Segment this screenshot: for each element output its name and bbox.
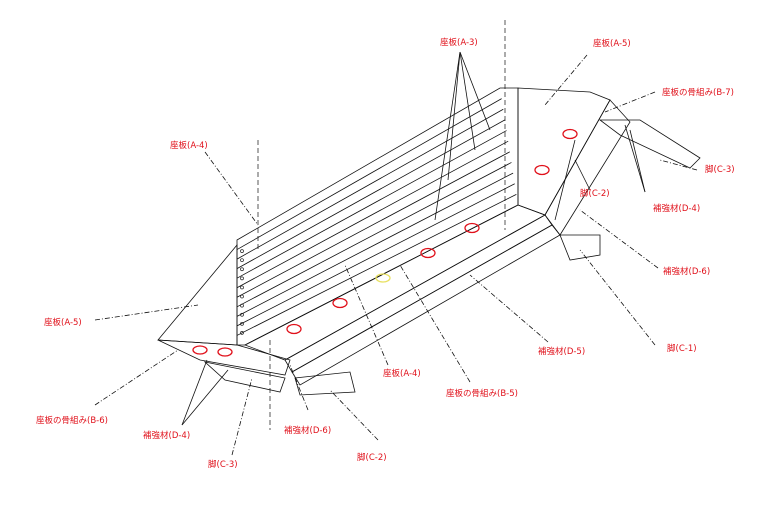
screw-dot: [240, 267, 244, 272]
label-c3-left: 脚(C-3): [208, 459, 238, 470]
label-a3: 座板(A-3): [440, 37, 478, 48]
label-a5-right: 座板(A-5): [593, 38, 631, 49]
leader-lines: [94, 51, 698, 456]
back-panel: [236, 87, 519, 346]
label-c2-left: 脚(C-2): [357, 452, 387, 463]
label-a4-center: 座板(A-4): [383, 368, 421, 379]
slat-line: [236, 130, 507, 279]
label-d4-right: 補強材(D-4): [653, 203, 700, 214]
screw-dot: [240, 321, 244, 326]
part-labels: 座板(A-3) 座板(A-5) 座板の骨組み(B-7) 脚(C-3) 脚(C-2…: [36, 37, 735, 470]
label-d6-right: 補強材(D-6): [663, 266, 710, 277]
slat-line: [236, 162, 512, 308]
screw-dot: [240, 249, 244, 253]
slat-line: [236, 98, 502, 250]
label-b7: 座板の骨組み(B-7): [662, 87, 734, 98]
slat-line: [236, 172, 514, 317]
slat-line: [236, 140, 509, 289]
slat-line: [236, 194, 517, 336]
label-a4-left: 座板(A-4): [170, 140, 208, 151]
label-d6-left: 補強材(D-6): [284, 425, 331, 436]
slat-line: [236, 151, 511, 298]
label-b5: 座板の骨組み(B-5): [446, 388, 518, 399]
label-a5-left: 座板(A-5): [44, 317, 82, 328]
screw-dot: [240, 258, 244, 263]
screw-dot: [240, 303, 244, 308]
label-d4-left: 補強材(D-4): [143, 430, 190, 441]
screw-dot: [240, 331, 244, 335]
label-c3-right: 脚(C-3): [705, 164, 735, 175]
screw-dot: [240, 312, 244, 317]
bolt-holes: [192, 128, 578, 357]
label-d5: 補強材(D-5): [538, 346, 585, 357]
label-b6: 座板の骨組み(B-6): [36, 415, 108, 426]
screw-dot: [240, 276, 244, 281]
seat-panel: [244, 204, 561, 386]
slat-line: [236, 108, 504, 260]
label-c1: 脚(C-1): [667, 343, 697, 354]
slat-line: [236, 119, 506, 269]
label-c2-right: 脚(C-2): [580, 188, 610, 199]
left-wing-panel: [157, 243, 356, 396]
screw-dot: [240, 285, 244, 290]
screw-dot: [240, 294, 244, 299]
slat-line: [236, 183, 515, 327]
right-wing-panel: [517, 87, 701, 261]
